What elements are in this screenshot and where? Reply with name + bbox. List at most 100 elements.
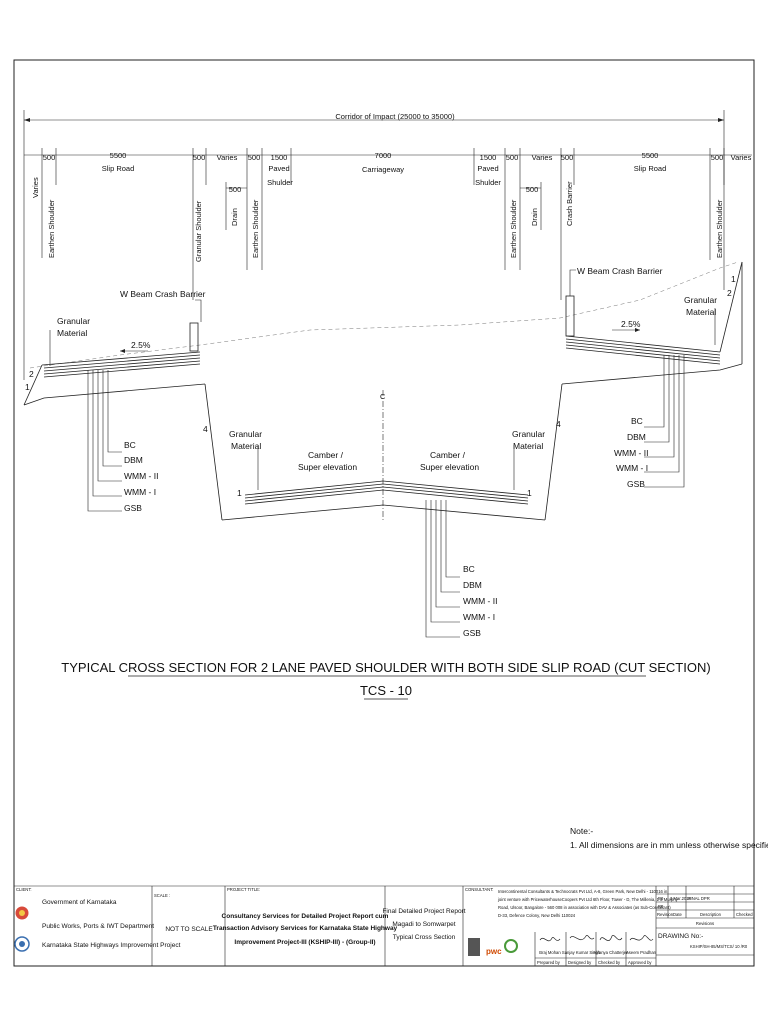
client-label: CLIENT: [16,887,32,892]
rev-cell: R0 [658,904,664,909]
slope-ratio: 2 [727,288,732,298]
report-line: Final Detailed Project Report [382,908,465,915]
layer-label: BC [463,564,475,574]
sheet-border [13,59,755,967]
centerline-label: C [380,392,386,401]
granular-material-label: Granular [229,429,262,439]
sign-role: Approved by [628,960,652,965]
drain-vertical: Drain [230,208,239,226]
notes-heading: Note:- [570,826,593,836]
granular-material-label: Material [57,328,87,338]
layer-label: WMM - I [616,463,648,473]
dimension-lines [23,110,752,380]
consultant-line: Intercontinental Consultants & Technocra… [498,889,668,894]
paved-label: Paved [477,164,498,173]
dim-500: 500 [526,185,539,194]
client-line: Government of Karnataka [42,899,117,906]
notes-line: 1. All dimensions are in mm unless other… [570,840,768,850]
drawing-no-value: KSHIP/SH-85/MS/TCS/ 10 /R0 [690,944,748,949]
layer-label: DBM [124,455,143,465]
project-label: PROJECT TITLE: [227,887,260,892]
drain-vertical: Drain [530,208,539,226]
dim-500: 500 [193,153,206,162]
drawing-code: TCS - 10 [360,683,412,698]
layer-label: GSB [124,503,142,513]
granular-material-label: Granular [57,316,90,326]
layer-label: WMM - I [463,612,495,622]
dim-varies: Varies [731,153,752,162]
dim-varies: Varies [217,153,238,162]
layer-labels-left: BC DBM WMM - II WMM - I GSB [124,440,158,513]
cross-section [23,261,743,521]
layer-label: BC [631,416,643,426]
drawing-no-label: DRAWING No:- [658,933,703,940]
granular-material-label: Material [686,307,716,317]
layer-labels-center: BC DBM WMM - II WMM - I GSB [463,564,497,638]
rev-header: Description [700,912,722,917]
carriageway-label: Carriageway [362,165,404,174]
left-leaders [87,370,122,512]
granular-shoulder-vertical: Granular Shoulder [194,200,203,262]
signatory-name: Hiranya Chatterjee [594,950,630,955]
layer-label: GSB [463,628,481,638]
drawing-title: TYPICAL CROSS SECTION FOR 2 LANE PAVED S… [61,660,710,675]
signatures [539,935,654,942]
karnataka-emblem [15,906,29,920]
signatory-name: Aseem Pradhan [626,950,657,955]
w-beam-label: W Beam Crash Barrier [120,289,206,299]
slope-ratio: 1 [25,382,30,392]
camber-label: Camber / [308,450,344,460]
earthen-shoulder-vertical: Earthen Shoulder [509,199,518,258]
consultant-label: CONSULTANT: [465,887,493,892]
layer-label: BC [124,440,136,450]
center-leaders [425,500,460,638]
project-line: Improvement Project-III (KSHIP-III) - (G… [234,939,375,946]
paved-label: Paved [268,164,289,173]
sign-role: Designed by [568,960,592,965]
earthen-shoulder-vertical: Earthen Shoulder [251,199,260,258]
report-line: Typical Cross Section [393,934,456,941]
layer-label: DBM [463,580,482,590]
w-beam-label: W Beam Crash Barrier [577,266,663,276]
slope-label: 2.5% [131,340,151,350]
slope-ratio: 1 [237,488,242,498]
signatory-name: Braj Mohan [539,950,561,955]
sign-role: Checked by [598,960,621,965]
consultant-line: D-33, Defence Colony, New Delhi 110024 [498,913,576,918]
dim-500: 500 [561,153,574,162]
super-elevation-label: Super elevation [420,462,479,472]
corridor-dimension: Corridor of Impact (25000 to 35000) [335,112,455,121]
layer-label: WMM - II [124,471,158,481]
dim-1500: 1500 [271,153,288,162]
report-line: Magadi to Somwarpet [392,921,455,928]
scale-value: NOT TO SCALE [165,926,213,933]
slope-ratio: 1 [731,274,736,284]
rev-header: Date [673,912,683,917]
consultant-line: joint venture with PricewaterhouseCooper… [497,897,679,902]
dim-1500: 1500 [480,153,497,162]
dim-5500: 5500 [110,151,127,160]
project-line: Transaction Advisory Services for Karnat… [213,925,398,932]
title-block [14,885,754,966]
signatory-name: Sanjay Kumar Singh [562,950,601,955]
slip-road-label: Slip Road [634,164,667,173]
granular-material-label: Material [231,441,261,451]
dim-500: 500 [229,185,242,194]
dim-7000: 7000 [375,151,392,160]
kship-logo [14,936,30,952]
client-line: Karnataka State Highways Improvement Pro… [42,942,181,949]
dim-500: 500 [43,153,56,162]
slope-ratio: 4 [203,424,208,434]
earthen-shoulder-vertical: Earthen Shoulder [715,199,724,258]
crash-barrier-vertical: Crash Barrier [565,181,574,226]
consultant-line: Road, Ulsoor, Bangalore - 560 008 in ass… [498,905,671,910]
dim-500: 500 [248,153,261,162]
super-elevation-label: Super elevation [298,462,357,472]
pwc-logo: pwc [486,947,502,956]
slip-road-label: Slip Road [102,164,135,173]
camber-label: Camber / [430,450,466,460]
granular-material-label: Granular [512,429,545,439]
layer-label: GSB [627,479,645,489]
scale-label: SCALE : [154,893,170,898]
